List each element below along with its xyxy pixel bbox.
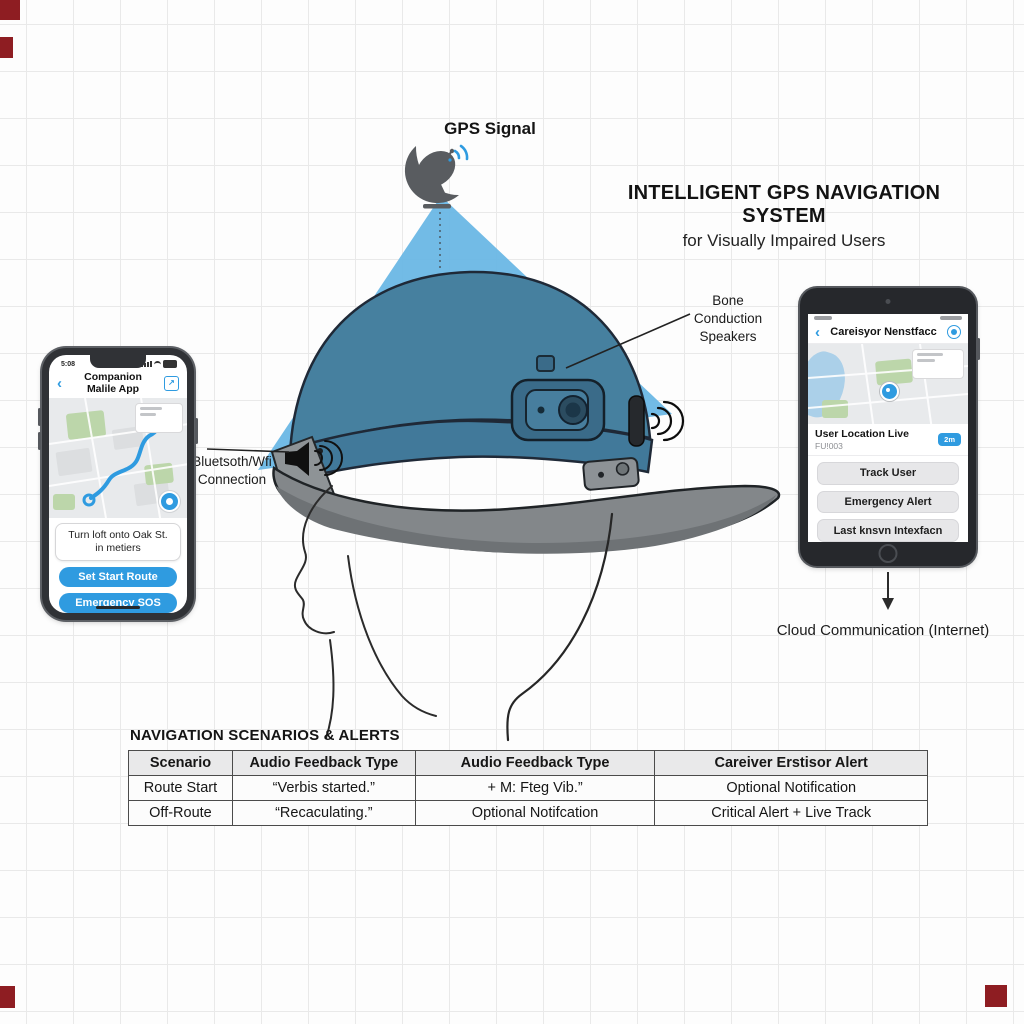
column-header: Audio Feedback Type [414, 750, 656, 776]
tablet-status-icons-smudge [940, 316, 962, 320]
brim-underside [276, 486, 776, 554]
table-heading: NAVIGATION SCENARIOS & ALERTS [130, 727, 400, 744]
satellite-dish-icon [404, 146, 459, 209]
set-start-route-button[interactable]: Set Start Route [59, 566, 177, 587]
emergency-sos-button[interactable]: Emergency SOS [59, 592, 177, 613]
table-cell: Critical Alert + Live Track [654, 800, 928, 826]
track-user-button[interactable]: Track User [817, 462, 959, 485]
map-info-card [912, 348, 964, 379]
companion-phone: 5:08 ‹ Companion Malile App ↗ [38, 348, 198, 620]
caregiver-tablet: ‹ Careisyor Nenstfacc User Location Live… [800, 288, 980, 566]
table-row: Off-Route “Recaculating.” Optional Notif… [128, 800, 928, 826]
table-cell: Optional Notifcation [414, 800, 656, 826]
table-cell: Optional Notification [654, 775, 928, 801]
tablet-power-button [977, 338, 980, 360]
bone-speaker-connector-line [565, 313, 691, 369]
back-chevron-icon[interactable]: ‹ [815, 323, 820, 341]
corner-mark [0, 37, 13, 58]
brim-sensor-module [582, 457, 640, 491]
navigation-instruction: Turn loft onto Oak St. in metiers [55, 522, 181, 561]
tablet-map[interactable] [808, 343, 968, 425]
cap-brim [272, 465, 781, 554]
bluetooth-connector-line [206, 448, 290, 453]
phone-nav-bar: ‹ Companion Malile App ↗ [49, 370, 187, 397]
phone-time: 5:08 [61, 360, 76, 368]
tablet-camera-dot [885, 299, 891, 304]
satellite-signal-icon [448, 144, 469, 162]
speaker-icon [285, 440, 343, 476]
user-location-title: User Location Live [815, 428, 909, 441]
bone-conduction-speaker-marker [536, 355, 555, 372]
tablet-screen: ‹ Careisyor Nenstfacc User Location Live… [808, 314, 968, 542]
table-row: Route Start “Verbis started.” + M: Fteg … [128, 775, 928, 801]
tablet-nav-bar: ‹ Careisyor Nenstfacc [808, 324, 968, 344]
instruction-line1: Turn loft onto Oak St. [68, 528, 168, 541]
back-chevron-icon[interactable]: ‹ [57, 374, 62, 392]
table-cell: “Recaculating.” [231, 800, 416, 826]
phone-home-indicator[interactable] [96, 606, 140, 609]
gps-signal-label: GPS Signal [444, 119, 536, 138]
phone-app-title-line1: Companion [84, 371, 142, 384]
user-location-pin [880, 381, 899, 401]
head-outline [293, 485, 437, 739]
emergency-alert-button[interactable]: Emergency Alert [817, 490, 959, 514]
phone-app-title: Companion Malile App [62, 371, 164, 395]
share-icon[interactable]: ↗ [164, 375, 179, 391]
scenarios-table: Scenario Audio Feedback Type Audio Feedb… [128, 750, 928, 826]
bluetooth-wifi-label: Bluetsoth/Wfi Connection [192, 454, 272, 487]
table-header-row: Scenario Audio Feedback Type Audio Feedb… [128, 750, 928, 776]
corner-mark [985, 985, 1007, 1007]
cloud-communication-label: Cloud Communication (Internet) [776, 622, 990, 639]
map-park-patch [53, 493, 75, 510]
settings-icon[interactable] [947, 325, 961, 339]
cloud-arrow [882, 572, 894, 610]
map-compass-button[interactable] [159, 490, 180, 512]
last-known-button[interactable]: Last knsvn Intexfacn [817, 519, 959, 542]
tablet-nav-title: Careisyor Nenstfacc [830, 326, 937, 338]
phone-map[interactable] [49, 397, 187, 518]
vibration-unit-icon [628, 395, 685, 447]
page-title: INTELLIGENT GPS NAVIGATION SYSTEM for Vi… [598, 182, 970, 251]
table-cell: “Verbis started.” [231, 775, 416, 801]
column-header: Careiver Erstisor Alert [654, 750, 928, 776]
camera-module [510, 378, 606, 442]
map-info-card [135, 402, 183, 433]
wifi-icon [154, 360, 161, 368]
corner-mark [0, 0, 20, 20]
phone-volume-button [38, 408, 41, 426]
audio-wire [506, 512, 614, 742]
phone-volume-button [38, 432, 41, 450]
table-cell: Route Start [128, 775, 233, 801]
user-location-id: FU!003 [815, 441, 843, 452]
battery-icon [163, 360, 177, 369]
user-location-card: User Location Live FU!003 2m [808, 424, 968, 457]
bone-conduction-label: Bone Conduction Speakers [693, 293, 763, 344]
phone-notch [90, 355, 146, 368]
phone-power-button [195, 418, 198, 444]
title-line1: INTELLIGENT GPS NAVIGATION SYSTEM [627, 182, 941, 227]
phone-app-title-line2: Malile App [86, 383, 140, 396]
table-cell: Off-Route [128, 800, 233, 826]
table-cell: + M: Fteg Vib.” [414, 775, 656, 801]
title-line2: for Visually Impaired Users [682, 231, 886, 250]
phone-status-bar: 5:08 [49, 355, 187, 370]
tablet-time-smudge [814, 316, 832, 320]
instruction-line2: in metiers [95, 541, 141, 554]
location-badge: 2m [938, 433, 961, 447]
tablet-home-button[interactable] [878, 544, 898, 563]
tablet-status-bar [808, 314, 968, 324]
column-header: Scenario [128, 750, 233, 776]
column-header: Audio Feedback Type [231, 750, 416, 776]
phone-screen: 5:08 ‹ Companion Malile App ↗ [49, 355, 187, 613]
corner-mark [0, 986, 15, 1008]
